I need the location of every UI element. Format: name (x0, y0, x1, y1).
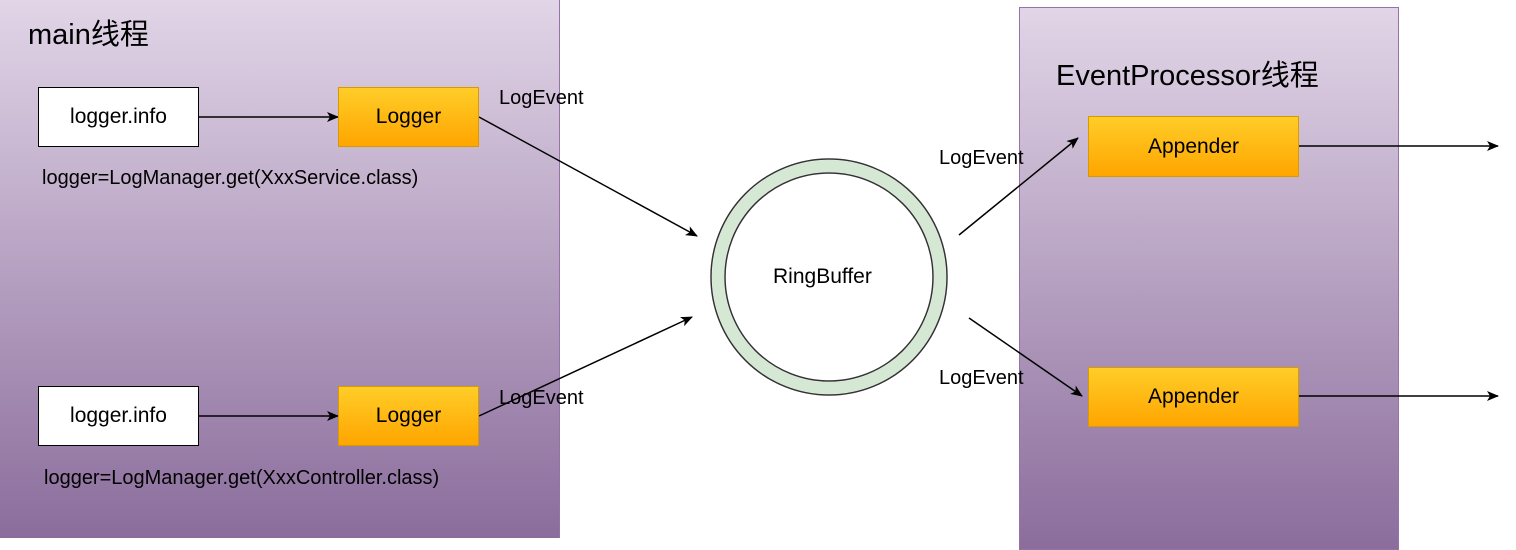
logger-definition-caption-1: logger=LogManager.get(XxxService.class) (42, 167, 419, 189)
edge-logger-1-to-ring-buffer (478, 116, 698, 237)
ring-buffer-ring (710, 158, 948, 396)
main-thread-title: main线程 (28, 19, 149, 51)
edge-label-logevent-4: LogEvent (939, 367, 1024, 389)
edge-label-logevent-3: LogEvent (939, 147, 1024, 169)
ring-buffer-label: RingBuffer (773, 265, 872, 288)
edge-logger-2-to-ring-buffer (478, 316, 693, 417)
logger-info-node-1[interactable]: logger.info (38, 87, 199, 147)
edge-ring-buffer-to-appender-2 (968, 317, 1083, 397)
event-processor-thread-title: EventProcessor线程 (1056, 60, 1319, 92)
ring-buffer-inner (724, 172, 934, 382)
appender-node-2[interactable]: Appender (1088, 367, 1299, 427)
logger-definition-caption-2: logger=LogManager.get(XxxController.clas… (44, 467, 440, 489)
logger-node-2[interactable]: Logger (338, 386, 479, 446)
logger-info-node-2[interactable]: logger.info (38, 386, 199, 446)
logger-node-1[interactable]: Logger (338, 87, 479, 147)
edge-label-logevent-2: LogEvent (499, 387, 584, 409)
event-processor-thread-lane (1019, 7, 1399, 550)
edge-label-logevent-1: LogEvent (499, 87, 584, 109)
edge-ring-buffer-to-appender-1 (958, 137, 1079, 236)
ring-buffer-ring-fill (712, 160, 946, 394)
appender-node-1[interactable]: Appender (1088, 116, 1299, 177)
